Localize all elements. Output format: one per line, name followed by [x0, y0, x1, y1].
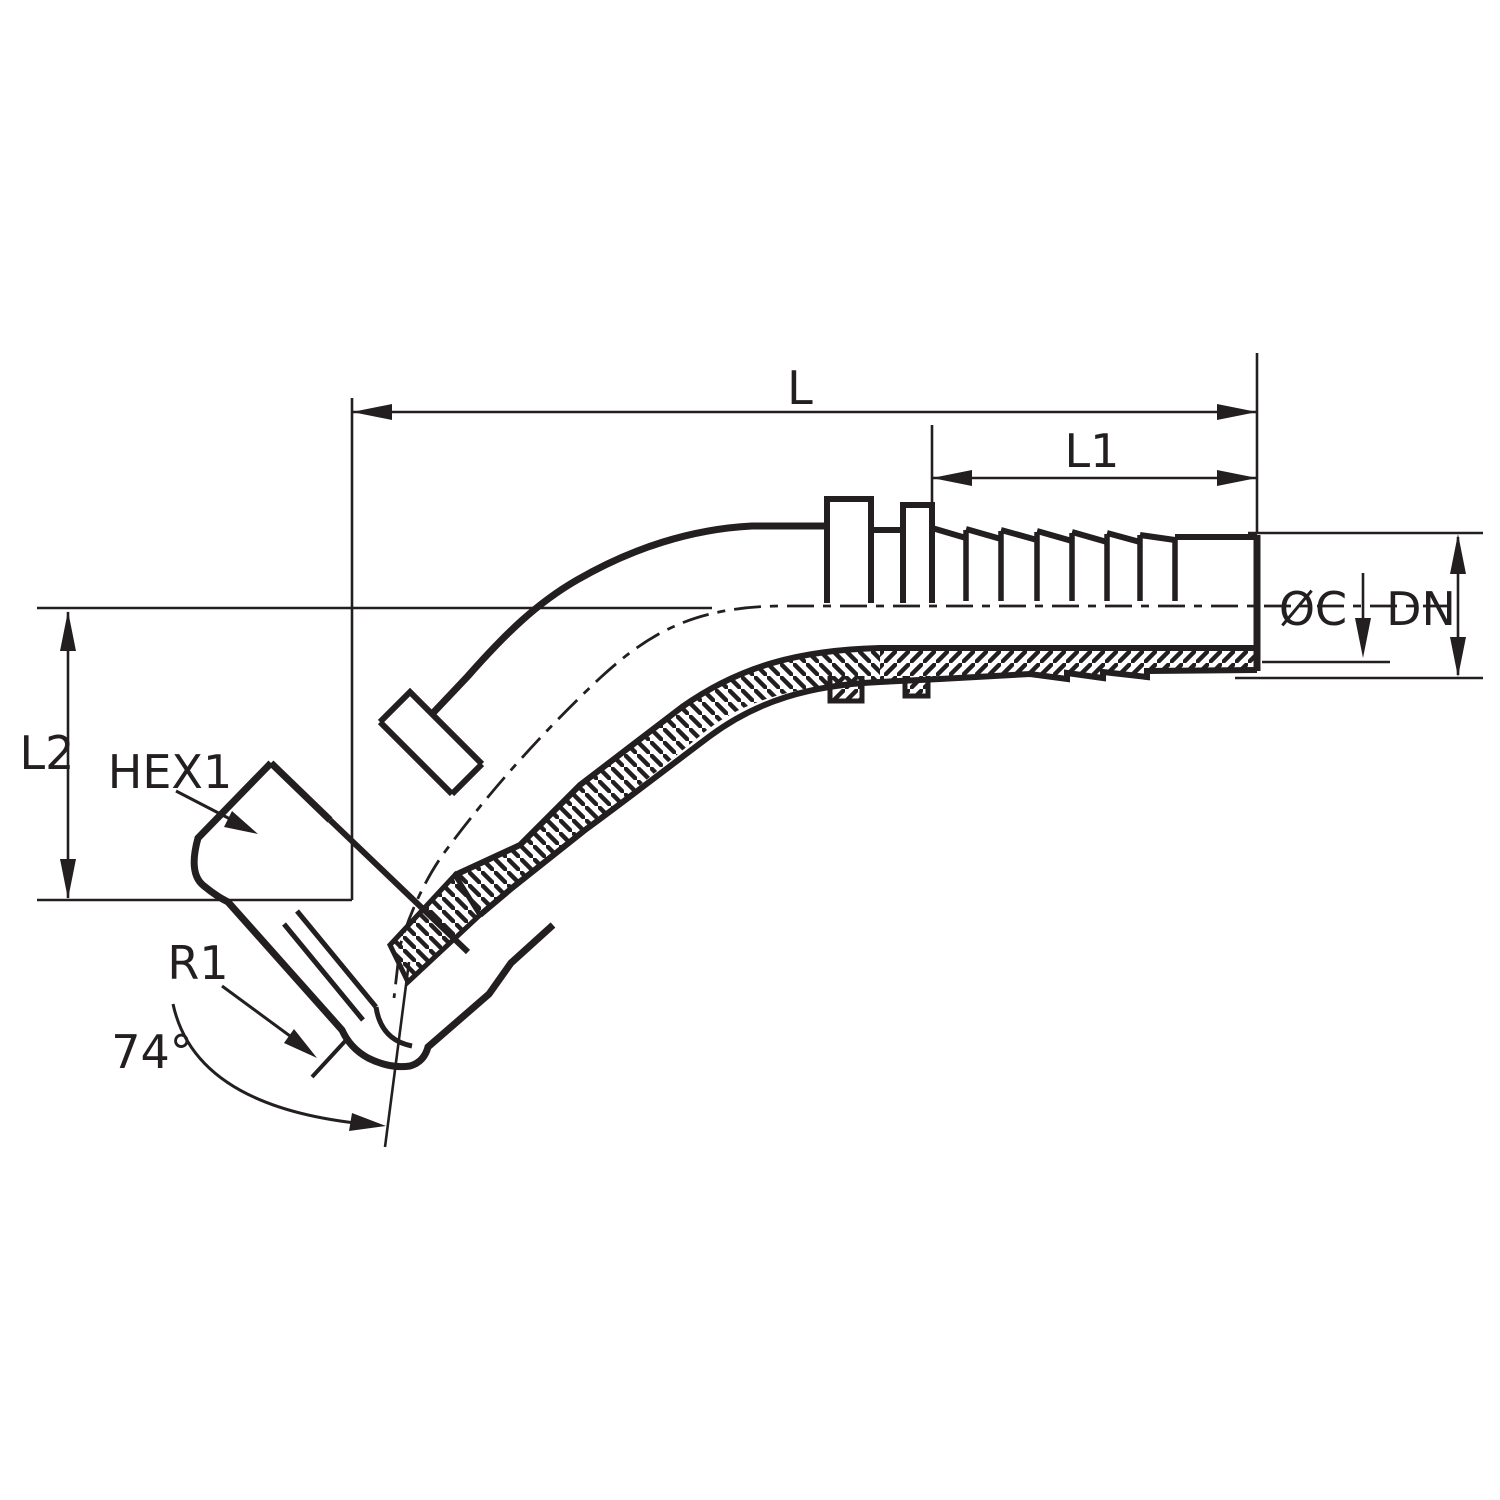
seat-angle-reference-line — [383, 961, 411, 1148]
centerline-axis — [392, 604, 1450, 999]
collar2-stub-outline — [902, 676, 931, 699]
dim-label-DN: DN — [1386, 582, 1456, 636]
swivel-shoulder — [377, 687, 485, 797]
nut-face-line-a — [282, 922, 365, 1022]
dim-label-L: L — [787, 361, 813, 415]
tail-wall-section — [880, 648, 1257, 682]
dim-label-L2: L2 — [20, 726, 75, 780]
dim-label-L1: L1 — [1065, 424, 1120, 478]
dim-label-R1: R1 — [167, 936, 228, 990]
section-hatch — [390, 648, 1257, 982]
dim-label-OC: ØC — [1279, 582, 1347, 636]
seat-face-tick — [310, 1036, 350, 1079]
fitting-body — [190, 496, 1261, 1071]
dimension-labels: L L1 L2 HEX1 R1 74° ØC DN — [20, 361, 1456, 1079]
collar2-outline — [900, 502, 935, 603]
cone-section — [390, 875, 480, 982]
reference-lines — [37, 353, 1483, 1148]
barb-edge-lines — [963, 530, 1178, 601]
collar1-outline — [824, 496, 874, 603]
tube-top-contour — [430, 522, 827, 716]
dimension-lines — [60, 404, 1466, 899]
collar1-stub-outline — [827, 676, 865, 704]
dim-label-HEX1: HEX1 — [108, 745, 232, 799]
hex-nut-inner-edge — [327, 817, 471, 955]
r1-leader — [221, 984, 291, 1038]
hex-nut-outline — [190, 760, 556, 1071]
bore-edge — [453, 645, 1257, 878]
hex-nut-top-edge — [268, 760, 333, 823]
dim-label-74deg: 74° — [111, 1025, 193, 1079]
angle-arc-74 — [171, 1003, 376, 1127]
cone-outline — [387, 870, 484, 987]
outer-bottom-edge — [478, 667, 1258, 918]
nut-mouth-arc — [373, 1006, 413, 1049]
nut-face-line-b — [295, 909, 378, 1009]
barb-top-profile — [931, 525, 1257, 545]
